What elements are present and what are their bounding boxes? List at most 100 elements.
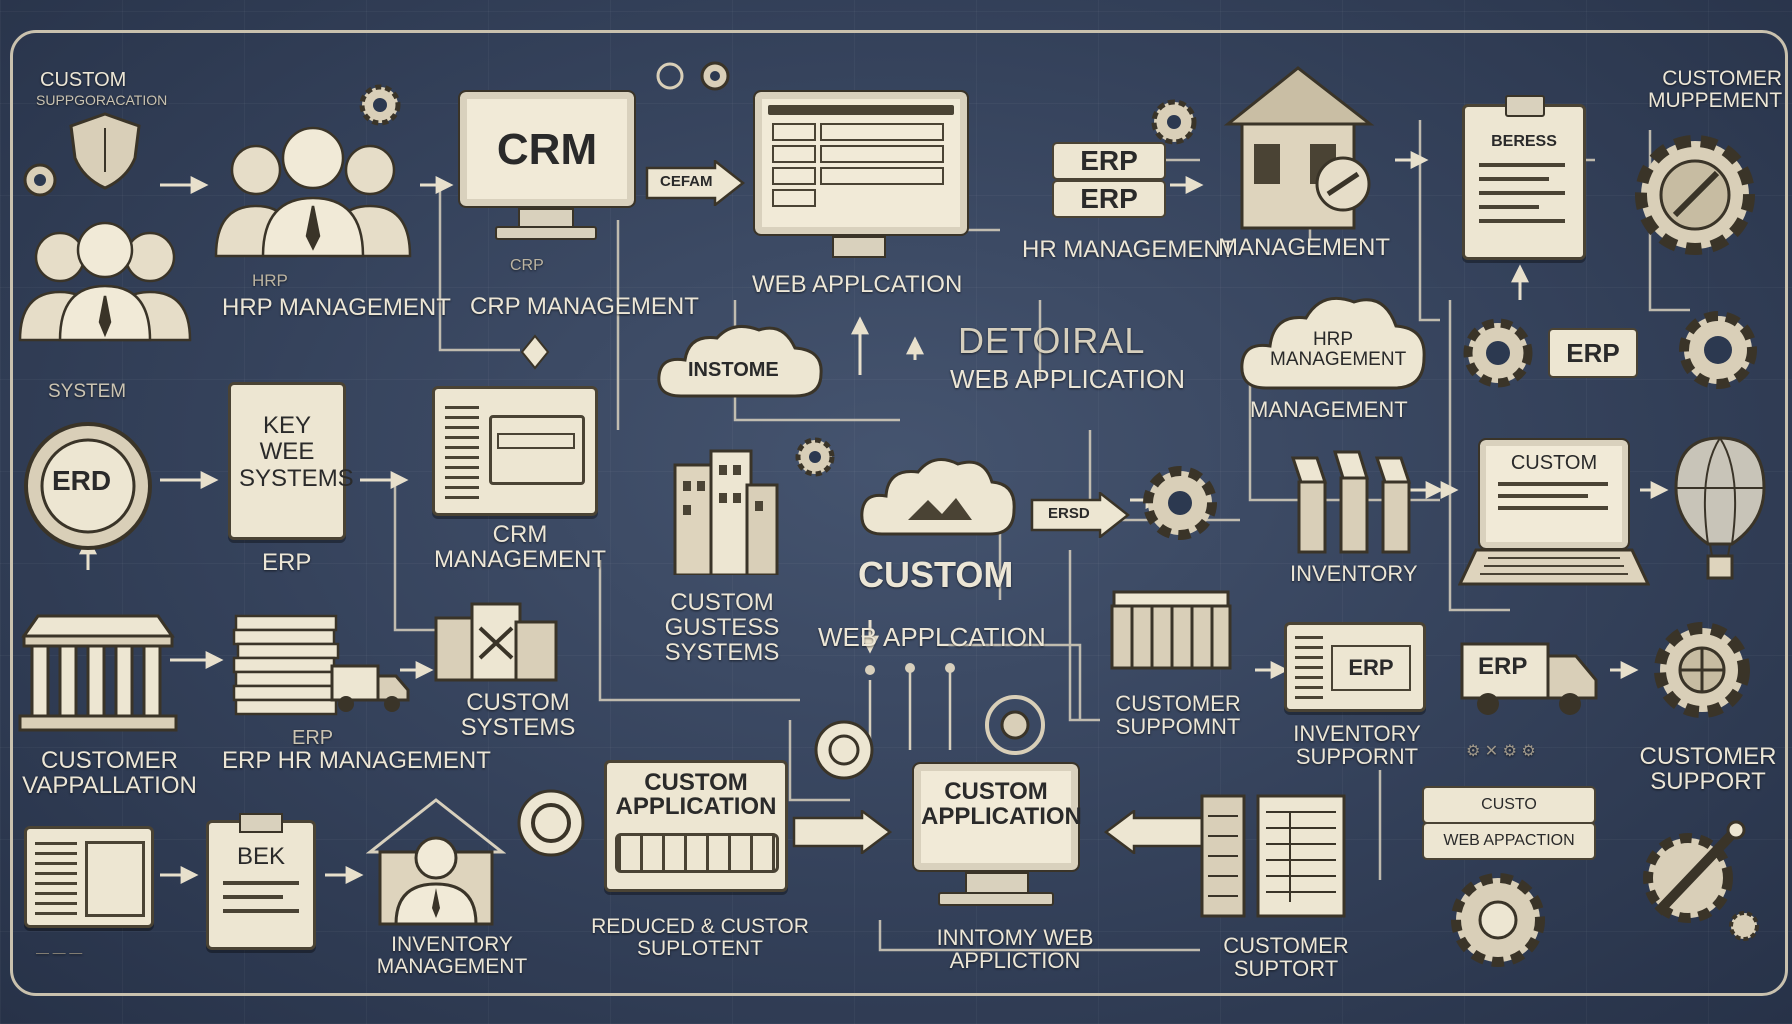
key-doc-label: KEY WEE SYSTEMS <box>239 412 354 492</box>
inventory-shelves-icon <box>1290 450 1412 554</box>
gear-icon <box>1143 466 1217 540</box>
connector-dots <box>865 663 955 750</box>
connector-diamond <box>520 334 550 370</box>
business-doc-label: BERESS <box>1491 133 1557 150</box>
erp-faded-label: ERP <box>292 727 334 749</box>
erp-window-label: ERP <box>1331 645 1411 691</box>
gear-icon <box>1151 99 1197 145</box>
custom-systems-label: CUSTOM SYSTEMS <box>460 689 576 742</box>
detoiral-subtitle: WEB APPLICATION <box>950 364 1186 394</box>
crp-faded-label: CRP <box>510 257 544 274</box>
inventory-support-label: INVENTORY SUPPORNT <box>1293 721 1421 770</box>
inventory-label-1: INVENTORY <box>1290 561 1418 586</box>
arrow-right <box>792 810 892 854</box>
hr-management-label-1: HRP MANAGEMENT <box>222 294 451 321</box>
people-icon <box>214 126 412 258</box>
erp-hr-management-label: ERP HR MANAGEMENT <box>222 747 491 774</box>
crm-window-panel <box>432 386 598 516</box>
house-icon <box>1223 66 1375 230</box>
laptop-custom-label: CUSTOM <box>1510 452 1598 474</box>
customer-suptort-label: CUSTOMER SUPTORT <box>1223 933 1349 982</box>
clipboard-icon: BERESS <box>1462 95 1586 260</box>
gear-icon <box>1635 135 1755 255</box>
erp-truck-label: ERP <box>1478 653 1528 680</box>
customer-support-right-label: CUSTOMER SUPPORT <box>1639 743 1777 796</box>
gear-icon <box>814 720 874 780</box>
cloud-icon <box>860 458 1016 536</box>
faded-text: — — — <box>36 945 83 960</box>
house-icon <box>366 798 506 926</box>
hr-management-label-2: HR MANAGEMENT <box>1022 236 1236 263</box>
building-icon <box>673 449 779 575</box>
web-app-label-1: WEB APPLCATION <box>752 271 963 298</box>
building-columns-icon <box>18 614 178 732</box>
laptop-icon: CUSTOM <box>1478 438 1630 550</box>
crm-management-label-2: CRM MANAGEMENT <box>433 521 606 574</box>
server-icon <box>434 602 558 682</box>
monitor-base <box>495 226 597 240</box>
stack-icon <box>232 614 340 716</box>
top-left-custom-label: CUSTOM <box>40 69 127 91</box>
diagram-border <box>10 30 1788 996</box>
reduced-label: REDUCED & CUSTOR SUPLOTENT <box>591 915 809 961</box>
web-appaction-button[interactable]: WEB APPACTION <box>1422 822 1596 860</box>
arrow-left <box>1104 810 1204 854</box>
cloud-icon <box>1240 297 1426 390</box>
instome-label: INSTOME <box>688 359 779 381</box>
management-label-3: MANAGEMENT <box>1250 397 1408 422</box>
customer-suppomnt-label: CUSTOMER SUPPOMNT <box>1115 691 1241 740</box>
erp-box-bottom: ERP <box>1052 180 1166 218</box>
gear-icon <box>1451 873 1545 967</box>
cefam-arrow <box>645 160 745 206</box>
monitor-stand <box>832 236 886 258</box>
clipboard-icon: BEK <box>206 813 316 950</box>
center-web-app-label: WEB APPLCATION <box>818 622 1046 652</box>
monitor-base <box>938 892 1054 906</box>
cloud-icon <box>657 324 823 398</box>
hrp-cloud-label: HRP MANAGEMENT <box>1270 329 1407 370</box>
custom-application-label-2: CUSTOM APPLICATION <box>921 778 1082 831</box>
inntomy-label: INNTOMY WEB APPLICTION <box>936 925 1094 974</box>
gear-icon <box>1463 318 1533 388</box>
crm-management-label-1: CRP MANAGEMENT <box>470 293 699 320</box>
gear-icon <box>1654 622 1750 718</box>
custom-application-monitor: CUSTOM APPLICATION <box>912 762 1082 872</box>
custom-application-board: CUSTOM APPLICATION <box>604 760 788 892</box>
server-icon <box>1200 794 1346 918</box>
system-label: SYSTEM <box>48 381 127 402</box>
truck-icon <box>330 664 410 712</box>
shield-icon <box>69 112 141 190</box>
ersd-arrow <box>1030 492 1130 538</box>
gear-icon <box>1729 911 1759 941</box>
custo-button[interactable]: CUSTO <box>1422 786 1596 824</box>
gear-icon <box>359 84 401 126</box>
custom-application-label-1: CUSTOM APPLICATION <box>615 769 777 820</box>
faded-icon-row: ⚙ ✕ ⚙ ⚙ <box>1466 743 1536 760</box>
top-left-sub-label: SUPPGORACATION <box>36 92 168 108</box>
gear-icon <box>1679 311 1757 389</box>
crm-monitor-screen: CRM <box>458 90 636 208</box>
document-icon: KEY WEE SYSTEMS <box>228 382 354 540</box>
detoiral-title: DETOIRAL <box>958 320 1146 361</box>
gear-icon <box>985 695 1045 755</box>
image-tile-icon <box>24 826 154 928</box>
erp-window-panel: ERP <box>1284 622 1426 712</box>
web-app-monitor-screen <box>753 90 969 236</box>
custom-gustess-label: CUSTOM GUSTESS SYSTEMS <box>664 589 780 667</box>
ersd-label: ERSD <box>1048 505 1090 522</box>
erd-label: ERD <box>52 465 112 496</box>
truck-icon <box>1460 642 1598 715</box>
erp-box-top: ERP <box>1052 142 1166 180</box>
wrench-gear-icon <box>1643 820 1746 923</box>
gear-icon <box>23 163 57 197</box>
people-icon <box>18 221 192 342</box>
bek-doc-label: BEK <box>236 843 286 870</box>
gear-icon <box>700 61 730 91</box>
center-custom-label: CUSTOM <box>858 554 1014 595</box>
customer-vappallation-label: CUSTOMER VAPPALLATION <box>22 747 197 800</box>
balloon-icon <box>1674 436 1766 580</box>
hr-label-faded: HRP <box>252 271 288 290</box>
gear-icon <box>656 62 684 90</box>
erp-small-box: ERP <box>1548 328 1638 378</box>
gear-icon <box>795 437 835 477</box>
